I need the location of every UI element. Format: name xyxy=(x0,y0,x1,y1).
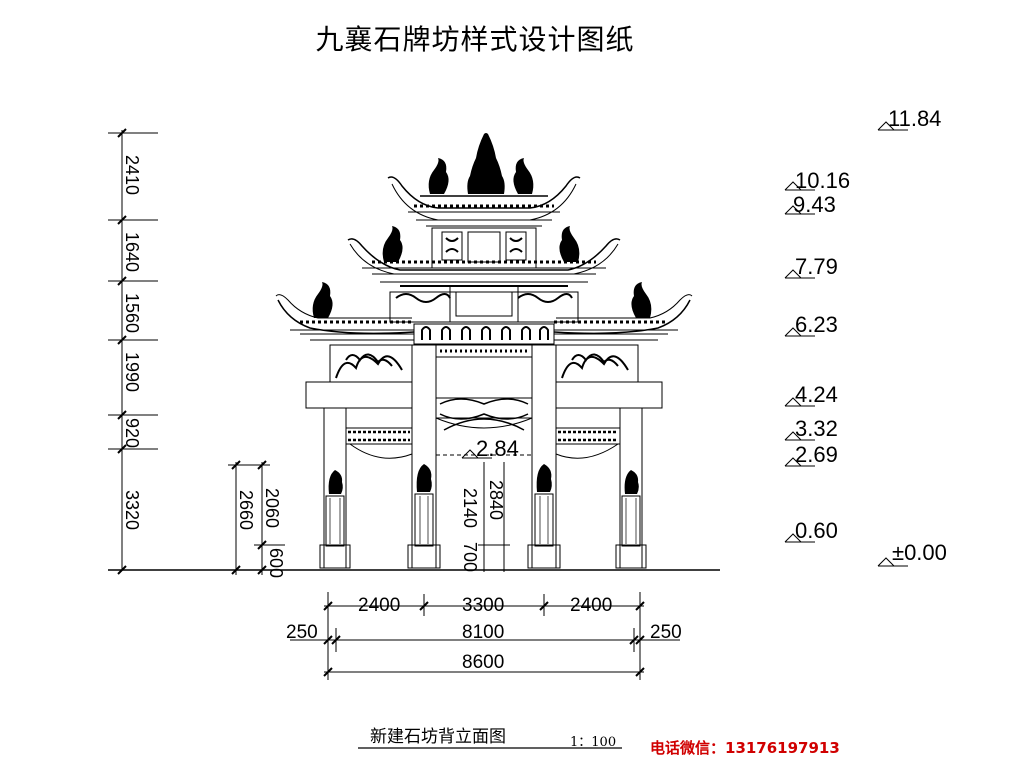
left-inner-dim-label: 2060 xyxy=(262,488,282,528)
middle-tier xyxy=(347,238,621,323)
left-dim-label: 920 xyxy=(122,418,142,448)
elevation-label: 9.43 xyxy=(793,192,836,217)
carved-panels xyxy=(305,323,663,409)
bottom-dim-label: 3300 xyxy=(462,595,504,616)
bottom-dimensions xyxy=(290,592,680,680)
drawing-caption: 新建石坊背立面图 xyxy=(370,727,506,747)
top-tier xyxy=(387,176,581,269)
elevation-label: 3.32 xyxy=(795,416,838,441)
bottom-dim-label: 250 xyxy=(650,622,682,643)
bottom-dim-label: 2400 xyxy=(358,595,400,616)
center-dim-label: 2140 xyxy=(460,488,480,528)
left-dim-label: 1640 xyxy=(122,232,142,272)
bottom-dim-label: 8100 xyxy=(462,622,504,643)
center-dimensions xyxy=(478,462,510,572)
left-dim-label: 3320 xyxy=(122,490,142,530)
contact-info: 电话微信：13176197913 xyxy=(650,739,840,757)
drawing-scale: 1：100 xyxy=(570,735,616,750)
left-inner-dim-label: 600 xyxy=(266,548,286,578)
bottom-dim-label: 2400 xyxy=(570,595,612,616)
elevation-markers xyxy=(461,121,908,567)
center-dim-label: 700 xyxy=(460,542,480,572)
page-title: 九襄石牌坊样式设计图纸 xyxy=(315,23,635,56)
center-elevation-label: 2.84 xyxy=(476,436,519,461)
left-inner-dim-label: 2660 xyxy=(236,490,256,530)
lower-beams xyxy=(345,397,621,459)
bottom-dim-label: 250 xyxy=(286,622,318,643)
center-dim-label: 2840 xyxy=(486,480,506,520)
elevation-label: ±0.00 xyxy=(892,540,947,565)
elevation-label: 4.24 xyxy=(795,382,838,407)
roof-ornaments xyxy=(312,133,652,318)
left-dim-label: 1560 xyxy=(122,293,142,333)
bottom-dim-label: 8600 xyxy=(462,652,504,673)
lower-roofs xyxy=(275,294,693,341)
elevation-label: 0.60 xyxy=(795,518,838,543)
elevation-label: 11.84 xyxy=(888,106,941,131)
pillars xyxy=(319,344,647,569)
elevation-label: 2.69 xyxy=(795,442,838,467)
elevation-label: 6.23 xyxy=(795,312,838,337)
left-dim-label: 1990 xyxy=(122,352,142,392)
left-dim-label: 2410 xyxy=(122,155,142,195)
elevation-label: 10.16 xyxy=(795,168,850,193)
left-dimension-chain xyxy=(108,128,285,575)
stone-lions xyxy=(328,464,639,494)
elevation-label: 7.79 xyxy=(795,254,838,279)
